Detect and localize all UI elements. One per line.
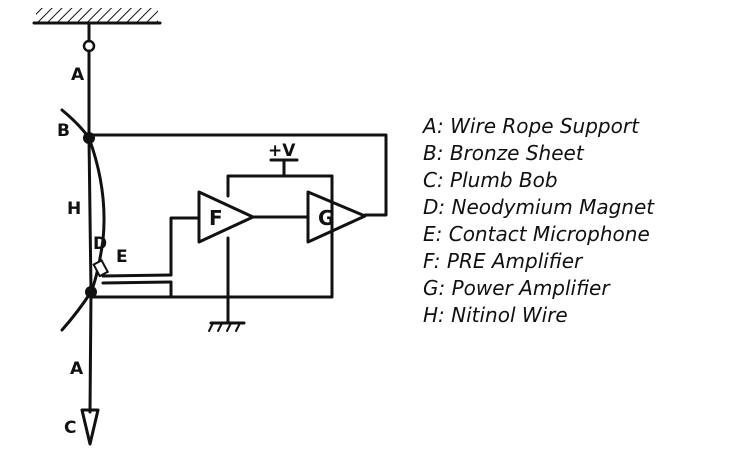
preamp-input-wire — [169, 216, 201, 277]
legend-item-c: C: Plumb Bob — [423, 168, 558, 192]
junction-bottom — [85, 286, 97, 298]
legend-item-a: A: Wire Rope Support — [421, 114, 640, 138]
label-g: G — [318, 206, 334, 230]
contact-microphone-leads — [101, 273, 173, 285]
ground-return-wire — [89, 174, 334, 299]
preamp-triangle — [197, 190, 255, 244]
legend-item-g: G: Power Amplifier — [423, 276, 611, 300]
legend-item-e: E: Contact Microphone — [423, 222, 650, 246]
legend-item-f: F: PRE Amplifier — [423, 249, 584, 273]
label-c: C — [64, 418, 76, 438]
legend-item-h: H: Nitinol Wire — [423, 303, 568, 327]
label-h: H — [67, 199, 81, 219]
label-e: E — [116, 247, 128, 267]
feedback-wire — [87, 133, 388, 217]
legend-item-d: D: Neodymium Magnet — [423, 195, 655, 219]
wire-rope-bottom — [88, 290, 93, 414]
label-b: B — [57, 121, 70, 141]
label-a-top: A — [71, 65, 85, 85]
ceiling-mount — [32, 8, 162, 25]
neodymium-magnet — [92, 259, 110, 278]
label-a-bottom: A — [70, 359, 84, 379]
legend: A: Wire Rope Support B: Bronze Sheet C: … — [421, 114, 655, 327]
nitinol-wire — [87, 136, 93, 294]
label-plus-v: +V — [268, 141, 296, 161]
poweramp-triangle — [306, 190, 367, 244]
label-d: D — [93, 234, 107, 254]
legend-item-b: B: Bronze Sheet — [423, 141, 585, 165]
label-f: F — [209, 206, 223, 230]
plumb-bob — [80, 408, 100, 446]
bronze-sheet — [60, 108, 106, 332]
supply-rail — [226, 158, 334, 202]
ground-symbol — [208, 236, 246, 332]
